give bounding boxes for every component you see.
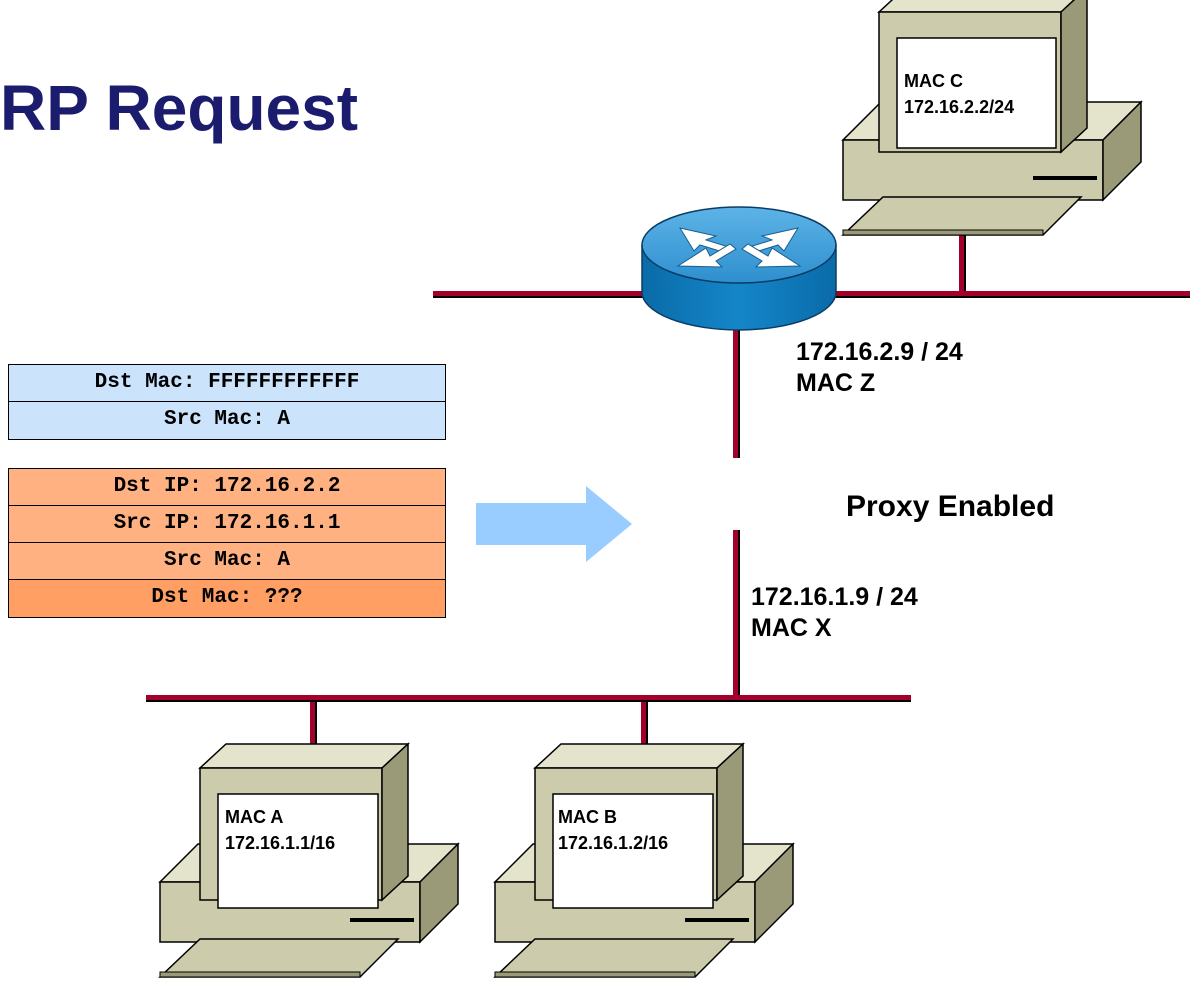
host-a-label: MAC A 172.16.1.1/16 bbox=[225, 804, 335, 856]
drop-host-a bbox=[310, 702, 315, 748]
upper-interface-label: 172.16.2.9 / 24 MAC Z bbox=[796, 337, 963, 399]
host-b-mac: MAC B bbox=[558, 807, 617, 827]
drop-host-b bbox=[641, 702, 646, 748]
host-b-ip: 172.16.1.2/16 bbox=[558, 833, 669, 853]
arp-src-ip: Src IP: 172.16.1.1 bbox=[9, 506, 445, 543]
ethernet-src-mac: Src Mac: A bbox=[9, 402, 445, 439]
lower-interface-label: 172.16.1.9 / 24 MAC X bbox=[751, 582, 918, 644]
ethernet-dst-mac: Dst Mac: FFFFFFFFFFFF bbox=[9, 365, 445, 402]
lower-interface-ip: 172.16.1.9 / 24 bbox=[751, 583, 918, 611]
host-a-mac: MAC A bbox=[225, 807, 284, 827]
arp-dst-mac: Dst Mac: ??? bbox=[9, 580, 445, 617]
lower-interface-mac: MAC X bbox=[751, 614, 832, 642]
host-c-ip: 172.16.2.2/24 bbox=[904, 97, 1015, 117]
drop-host-c bbox=[959, 232, 964, 291]
ethernet-header: Dst Mac: FFFFFFFFFFFF Src Mac: A bbox=[8, 364, 446, 440]
arp-src-mac: Src Mac: A bbox=[9, 543, 445, 580]
host-b-label: MAC B 172.16.1.2/16 bbox=[558, 804, 668, 856]
lower-ethernet-segment bbox=[146, 695, 911, 700]
arp-dst-ip: Dst IP: 172.16.2.2 bbox=[9, 469, 445, 506]
router-label: Proxy Enabled bbox=[846, 490, 1055, 523]
drop-router-upper bbox=[733, 298, 738, 458]
arp-payload: Dst IP: 172.16.2.2 Src IP: 172.16.1.1 Sr… bbox=[8, 468, 446, 618]
drop-router-lower bbox=[733, 530, 738, 695]
arrow-right-icon bbox=[476, 486, 632, 562]
computer-icon bbox=[158, 0, 1143, 978]
host-a-ip: 172.16.1.1/16 bbox=[225, 833, 336, 853]
upper-interface-mac: MAC Z bbox=[796, 369, 876, 397]
host-c-label: MAC C 172.16.2.2/24 bbox=[904, 68, 1014, 120]
page-title: RP Request bbox=[0, 72, 359, 144]
router-icon bbox=[641, 206, 837, 331]
upper-interface-ip: 172.16.2.9 / 24 bbox=[796, 338, 963, 366]
host-c-mac: MAC C bbox=[904, 71, 963, 91]
